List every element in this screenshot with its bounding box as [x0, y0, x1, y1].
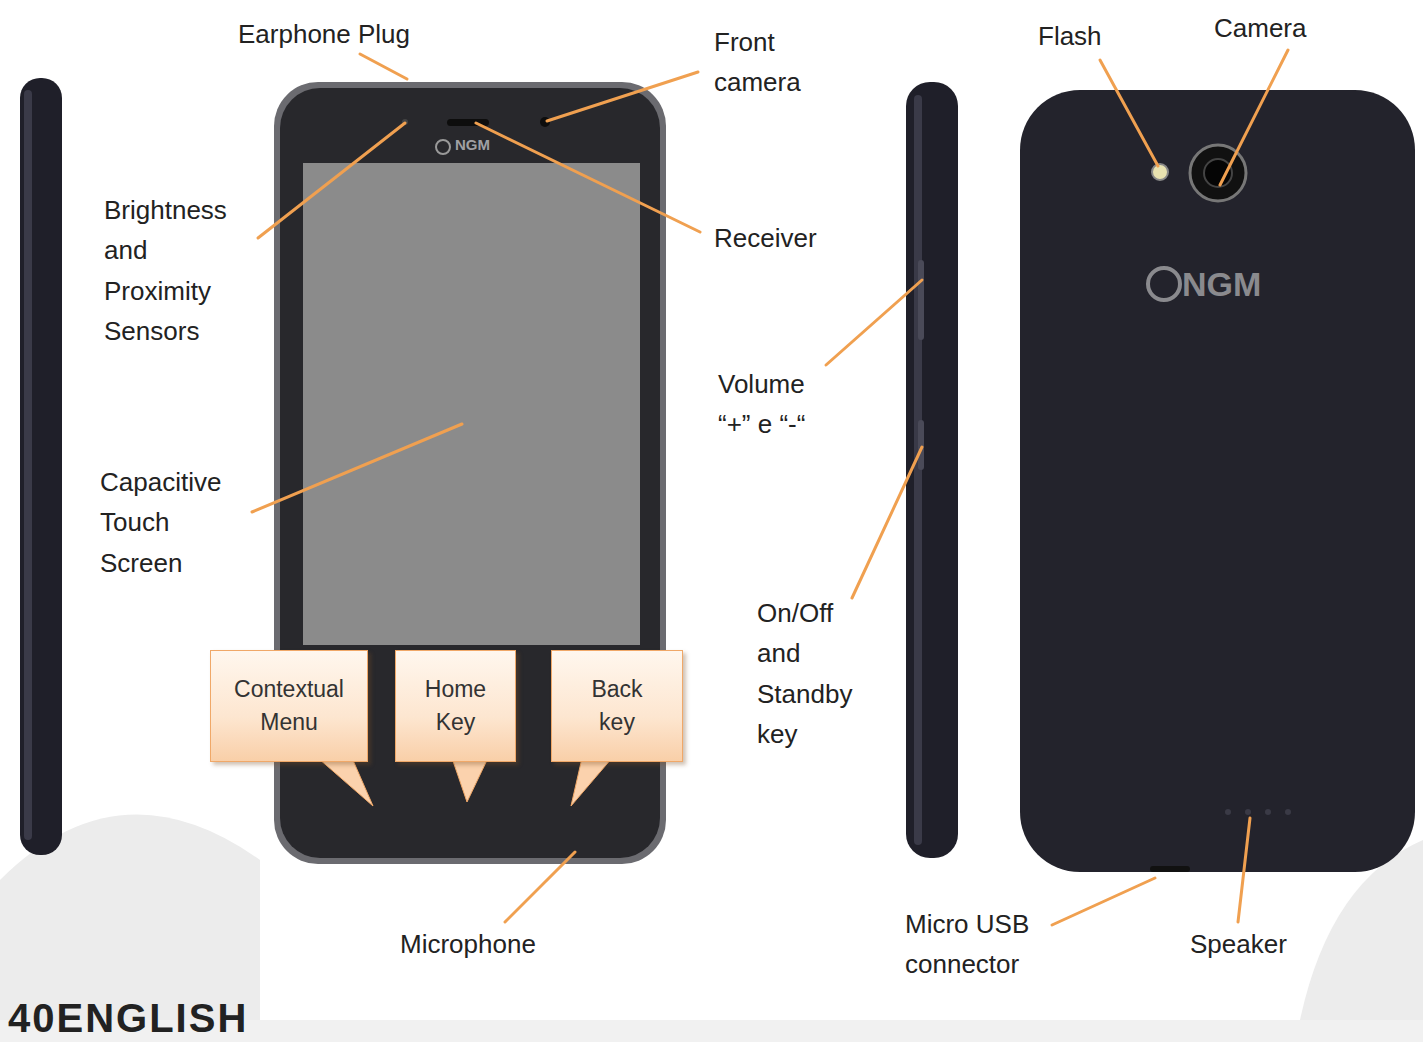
phone-side: [20, 78, 62, 855]
leader-line: [852, 447, 922, 598]
volume-button: [918, 260, 924, 340]
leader-line: [1238, 818, 1250, 922]
part-label: Microphone: [400, 924, 536, 964]
callout-tail: [318, 758, 373, 806]
speaker-grille: [1225, 809, 1291, 815]
callout-text: Back key: [591, 673, 642, 740]
callout-tail: [452, 758, 488, 802]
leader-line: [252, 424, 462, 512]
leader-lines: [252, 50, 1288, 925]
rear-camera: [1190, 145, 1246, 201]
part-label: Capacitive Touch Screen: [100, 462, 221, 583]
callout-tail: [571, 758, 612, 806]
phone-side-edge: [914, 95, 922, 845]
part-label: Camera: [1214, 8, 1306, 48]
speaker-hole: [1265, 809, 1271, 815]
logo-icon: [1148, 268, 1180, 300]
callout-box: Home Key: [395, 650, 516, 762]
part-label: Brightness and Proximity Sensors: [104, 190, 227, 351]
speaker-hole: [1225, 809, 1231, 815]
logo-text: NGM: [455, 136, 490, 154]
leader-line: [476, 123, 700, 232]
callout-text: Home Key: [425, 673, 486, 740]
phone-back: [1020, 90, 1415, 872]
part-label: Speaker: [1190, 924, 1287, 964]
leader-line: [547, 72, 698, 121]
flash: [1152, 164, 1168, 180]
phone-side: [906, 82, 958, 858]
leader-line: [826, 280, 922, 365]
leader-line: [258, 123, 405, 238]
part-label: Earphone Plug: [238, 14, 410, 54]
leader-line: [1220, 50, 1288, 185]
callout-text: Contextual Menu: [234, 673, 344, 740]
page-footer: 40ENGLISH: [8, 996, 248, 1040]
part-label: Micro USB connector: [905, 904, 1055, 985]
speaker-hole: [1285, 809, 1291, 815]
callout-box: Back key: [551, 650, 683, 762]
camera-lens: [1204, 159, 1232, 187]
logo-icon: [436, 140, 450, 154]
phone-side-edge: [24, 90, 32, 840]
part-label: Volume “+” e “-“: [718, 364, 833, 445]
leader-line: [1100, 60, 1158, 166]
leader-line: [360, 54, 407, 79]
logo-text: NGM: [1182, 264, 1261, 305]
part-label: Front camera: [714, 22, 801, 103]
part-label: Flash: [1038, 16, 1102, 56]
power-button: [918, 420, 924, 470]
leader-line: [505, 852, 575, 922]
speaker-hole: [1245, 809, 1251, 815]
leader-line: [1052, 878, 1155, 925]
callout-box: Contextual Menu: [210, 650, 368, 762]
touch-screen: [303, 163, 640, 645]
part-label: Receiver: [714, 218, 817, 258]
part-label: On/Off and Standby key: [757, 593, 852, 754]
callout-tails: [318, 758, 612, 806]
usb-port: [1150, 866, 1190, 872]
